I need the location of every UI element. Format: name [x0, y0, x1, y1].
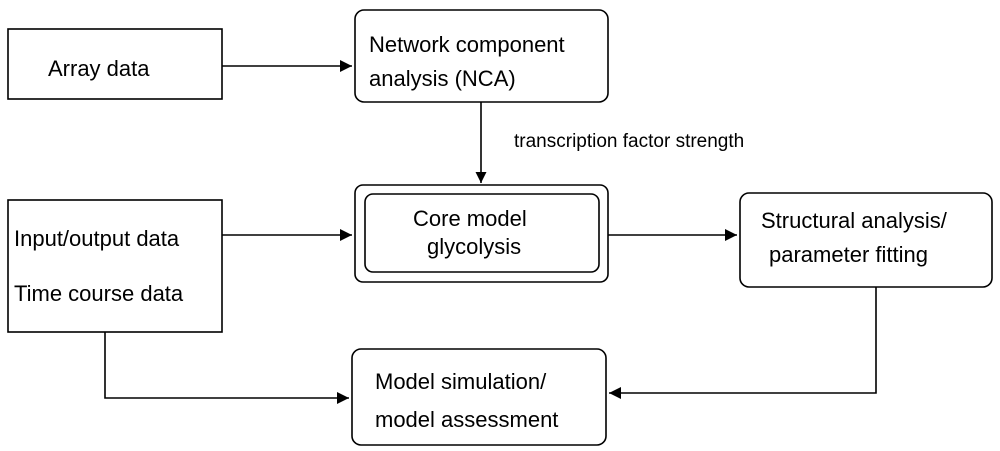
io-data-label-line1: Input/output data [14, 226, 180, 251]
core-model-label-line1: Core model [413, 206, 527, 231]
io-data-box [7, 199, 223, 333]
core-model-node: Core model glycolysis [354, 184, 609, 283]
io-data-node: Input/output data Time course data [7, 199, 223, 333]
array-data-label: Array data [48, 56, 150, 81]
array-data-box [7, 28, 223, 100]
arrow-nca-to-core-model-label: transcription factor strength [514, 131, 744, 152]
array-data-node: Array data [7, 28, 223, 100]
core-model-label-line2: glycolysis [427, 234, 521, 259]
structural-analysis-label-line2: parameter fitting [769, 242, 928, 267]
core-model-inner-box [364, 193, 600, 273]
io-data-label-line2: Time course data [14, 281, 184, 306]
structural-analysis-box [739, 192, 993, 288]
structural-analysis-label-line1: Structural analysis/ [761, 208, 948, 233]
nca-node: Network component analysis (NCA) [354, 9, 609, 103]
model-simulation-label-line1: Model simulation/ [375, 369, 547, 394]
model-simulation-box [351, 348, 607, 446]
structural-analysis-node: Structural analysis/ parameter fitting [739, 192, 993, 288]
nca-label-line2: analysis (NCA) [369, 66, 516, 91]
arrow-structural-to-simulation [609, 287, 877, 399]
model-simulation-node: Model simulation/ model assessment [351, 348, 607, 446]
arrow-io-to-simulation [104, 332, 349, 404]
model-simulation-label-line2: model assessment [375, 407, 558, 432]
nca-label-line1: Network component [369, 32, 565, 57]
